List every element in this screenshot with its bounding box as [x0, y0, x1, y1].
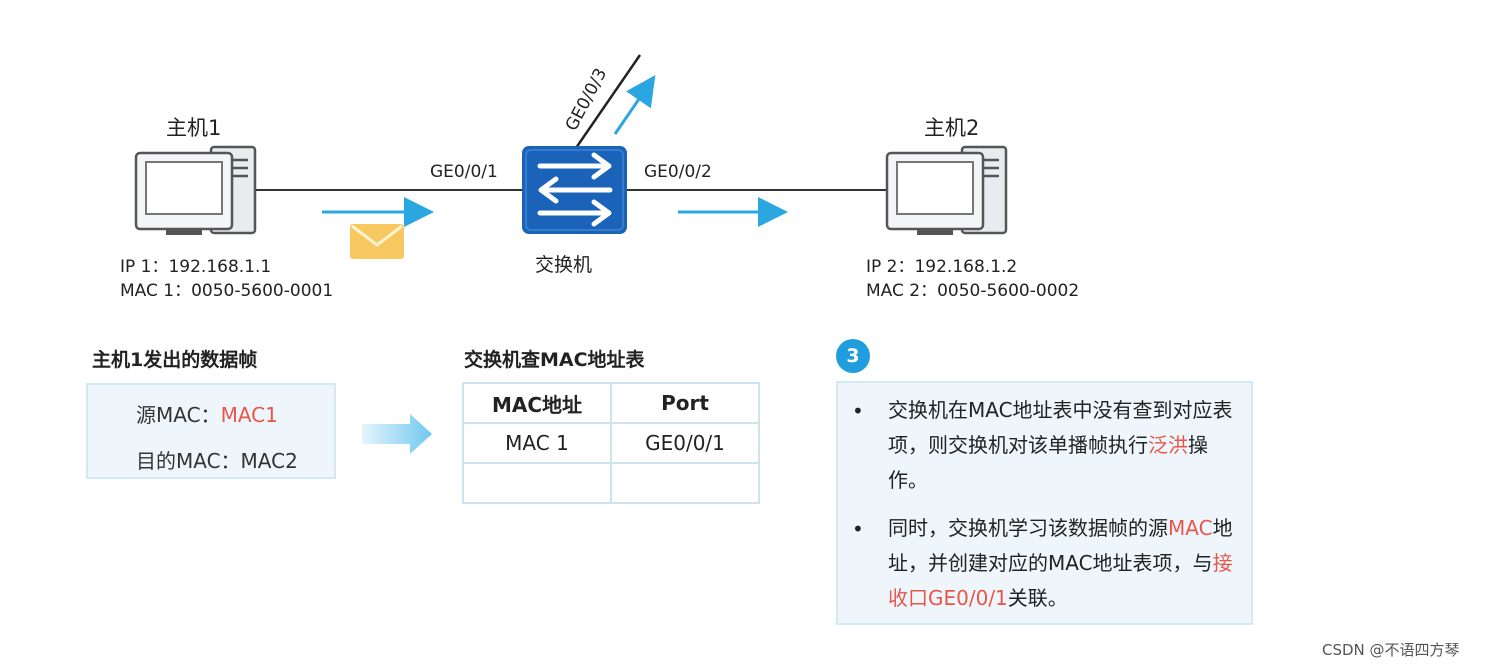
port-label-ge001: GE0/0/1: [430, 162, 498, 182]
table-row: [462, 462, 760, 504]
table-header-mac: MAC地址: [462, 382, 612, 424]
table-cell-mac: [462, 462, 612, 504]
port-label-ge003: GE0/0/3: [562, 65, 612, 134]
process-arrow: [362, 414, 432, 454]
host1-info: IP 1：192.168.1.1 MAC 1：0050-5600-0001: [120, 255, 333, 303]
bullet1-text-a: 交换机在MAC地址表中没有查到对应表项，则交换机对该单播帧执行: [888, 398, 1233, 457]
step-note-box: • 交换机在MAC地址表中没有查到对应表项，则交换机对该单播帧执行泛洪操作。 •…: [836, 381, 1253, 625]
flow-arrow-flood: [613, 75, 656, 135]
mac-table-title: 交换机查MAC地址表: [464, 349, 645, 371]
frame-src-value: MAC1: [220, 403, 278, 427]
step-number-badge: 3: [836, 339, 870, 373]
step-bullet-2: 同时，交换机学习该数据帧的源MAC地址，并创建对应的MAC地址表项，与接收口GE…: [888, 511, 1238, 616]
bullet2-text-red2: 接收口GE0/0/1: [888, 551, 1233, 610]
host2-info: IP 2：192.168.1.2 MAC 2：0050-5600-0002: [866, 255, 1079, 303]
host2-name: 主机2: [924, 116, 980, 140]
step-bullet-1: 交换机在MAC地址表中没有查到对应表项，则交换机对该单播帧执行泛洪操作。: [888, 393, 1238, 498]
watermark: CSDN @不语四方琴: [1322, 641, 1460, 659]
switch-icon: [522, 146, 627, 234]
host1-name: 主机1: [166, 116, 222, 140]
frame-dst-mac: 目的MAC：MAC2: [136, 449, 298, 473]
table-cell-port: GE0/0/1: [610, 422, 760, 464]
port-label-ge002: GE0/0/2: [644, 162, 712, 182]
frame-src-label: 源MAC：: [136, 403, 221, 427]
bullet2-text-red1: MAC: [1168, 516, 1213, 540]
table-row: MAC 1 GE0/0/1: [462, 422, 760, 464]
host2-ip: IP 2：192.168.1.2: [866, 257, 1018, 277]
bullet-dot: •: [852, 517, 864, 541]
table-header-row: MAC地址 Port: [462, 382, 760, 424]
host1-ip: IP 1：192.168.1.1: [120, 257, 272, 277]
bullet1-text-red: 泛洪: [1148, 433, 1188, 457]
mac-address-table: MAC地址 Port MAC 1 GE0/0/1: [462, 382, 760, 504]
frame-box: 源MAC：MAC1 目的MAC：MAC2: [86, 383, 336, 479]
frame-title: 主机1发出的数据帧: [92, 349, 258, 371]
bullet-dot: •: [852, 399, 864, 423]
table-cell-mac: MAC 1: [462, 422, 612, 464]
frame-src-mac: 源MAC：MAC1: [136, 399, 278, 428]
envelope-icon: [350, 224, 404, 259]
table-cell-port: [610, 462, 760, 504]
bullet2-text-a: 同时，交换机学习该数据帧的源: [888, 516, 1168, 540]
host1-computer-icon: [134, 145, 257, 235]
table-header-port: Port: [610, 382, 760, 424]
link-ge003: [574, 54, 642, 149]
bullet2-text-b: 地址，并创建对应的MAC地址表项，与: [888, 516, 1233, 575]
switch-name: 交换机: [535, 254, 593, 276]
bullet2-text-c: 关联。: [1007, 586, 1068, 610]
bullet1-text-b: 操作。: [888, 433, 1208, 492]
host2-mac: MAC 2：0050-5600-0002: [866, 281, 1080, 301]
host2-computer-icon: [885, 145, 1008, 235]
host1-mac: MAC 1：0050-5600-0001: [120, 281, 334, 301]
